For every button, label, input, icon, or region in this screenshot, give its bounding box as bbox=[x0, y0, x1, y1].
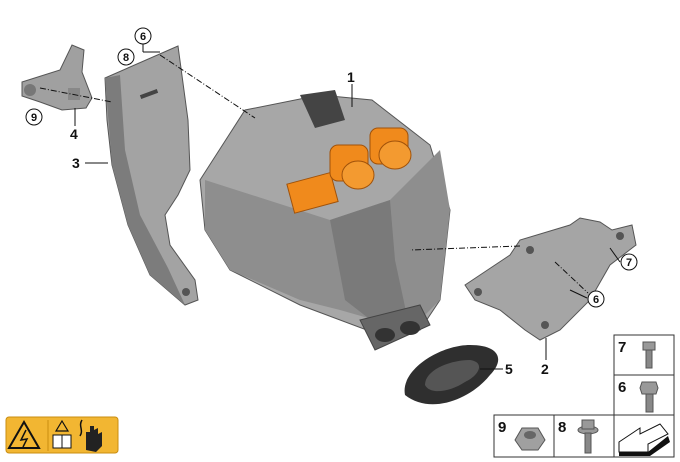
svg-text:6: 6 bbox=[140, 31, 146, 43]
bracket-part-3 bbox=[104, 45, 199, 306]
svg-text:7: 7 bbox=[626, 257, 632, 269]
svg-text:6: 6 bbox=[618, 379, 626, 396]
svg-text:9: 9 bbox=[31, 112, 37, 124]
callout-9-left: 9 bbox=[25, 108, 43, 126]
screw-icon bbox=[642, 341, 656, 351]
svg-text:6: 6 bbox=[593, 294, 599, 306]
bracket-part-4 bbox=[21, 44, 93, 111]
main-unit-part-1 bbox=[199, 90, 451, 351]
svg-text:9: 9 bbox=[498, 419, 506, 436]
table-cell-9: 9 bbox=[498, 419, 546, 451]
table-cell-8: 8 bbox=[558, 419, 599, 454]
callout-6-right: 6 bbox=[587, 290, 605, 308]
orange-connectors bbox=[286, 127, 412, 214]
leader-lines bbox=[39, 44, 621, 370]
parts-table bbox=[493, 334, 675, 458]
callout-1: 1 bbox=[347, 69, 355, 85]
hand-icon bbox=[86, 426, 102, 452]
svg-text:8: 8 bbox=[123, 52, 129, 64]
callout-8-top: 8 bbox=[117, 48, 135, 66]
arrow-icon bbox=[618, 423, 670, 456]
svg-text:7: 7 bbox=[618, 339, 626, 356]
bracket-part-2 bbox=[464, 217, 637, 341]
hex-bolt-icon bbox=[639, 381, 659, 395]
callout-5: 5 bbox=[505, 361, 513, 377]
svg-text:8: 8 bbox=[558, 419, 566, 436]
grommet-part-5 bbox=[404, 345, 499, 405]
high-voltage-icon bbox=[7, 419, 41, 449]
callout-6-top: 6 bbox=[134, 27, 152, 45]
table-cell-7: 7 bbox=[618, 339, 656, 369]
callout-7-right: 7 bbox=[620, 253, 638, 271]
callout-3: 3 bbox=[72, 155, 80, 171]
caution-icon bbox=[54, 419, 70, 432]
callout-4: 4 bbox=[70, 126, 78, 142]
table-cell-6: 6 bbox=[618, 379, 659, 413]
warning-label bbox=[5, 416, 119, 454]
callout-2: 2 bbox=[541, 361, 549, 377]
